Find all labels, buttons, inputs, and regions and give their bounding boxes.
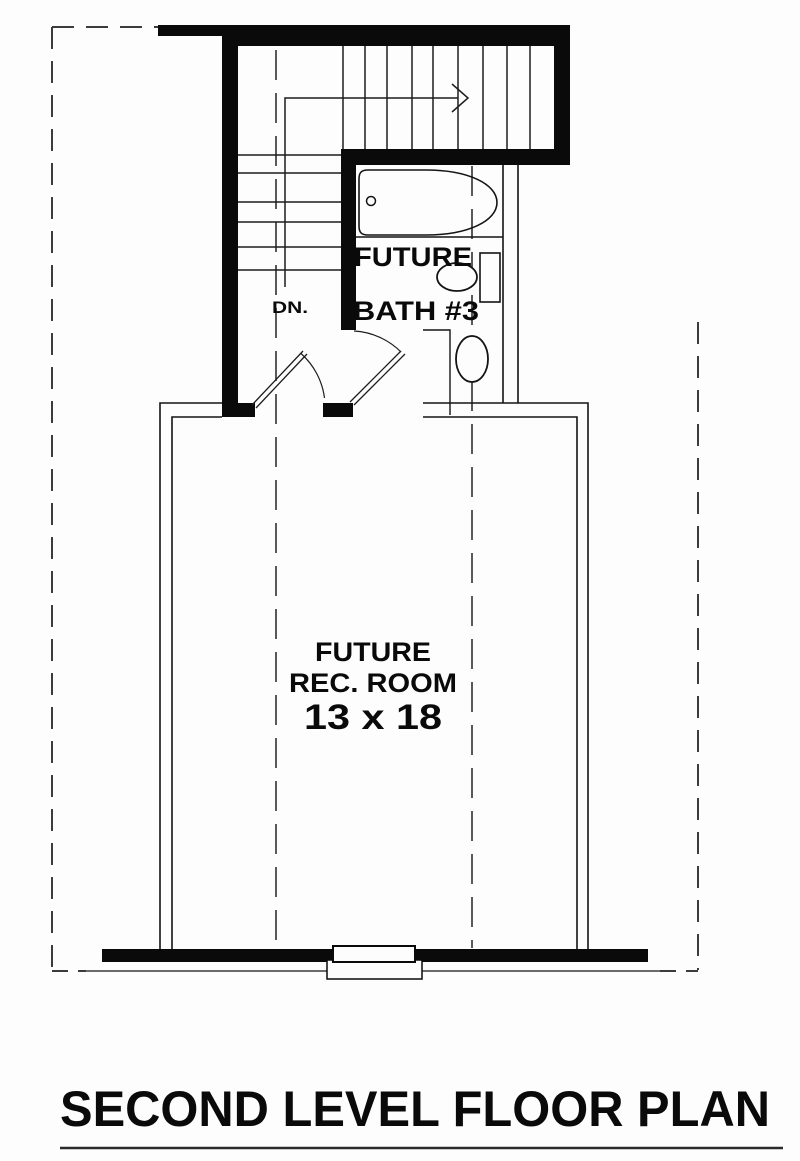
wall-bath-left bbox=[341, 163, 356, 330]
vanity-counter bbox=[479, 252, 501, 303]
hall-door bbox=[251, 350, 326, 409]
wall-stair-bottom bbox=[341, 149, 570, 165]
wall-top bbox=[222, 25, 570, 46]
roof-outline-dashed bbox=[51, 26, 699, 972]
wall-door-jamb-middle bbox=[323, 403, 353, 417]
rec-room-label-line2: REC. ROOM bbox=[289, 668, 457, 698]
rec-wall-outer-left bbox=[159, 402, 222, 949]
rec-wall-inner-right bbox=[423, 416, 578, 949]
stair-down-label: DN. bbox=[272, 298, 308, 317]
hall-door-swing-arc bbox=[300, 353, 326, 399]
rec-room-label-line1: FUTURE bbox=[315, 637, 431, 667]
bath-label-line2: BATH #3 bbox=[353, 296, 479, 326]
bath-label-line1: FUTURE bbox=[354, 242, 472, 272]
walls-thick bbox=[102, 25, 648, 962]
window-frame bbox=[332, 945, 416, 963]
rec-wall-outer-right bbox=[423, 402, 589, 949]
stair-direction-arrowhead bbox=[451, 83, 470, 113]
stair-lower-run-treads bbox=[238, 154, 341, 271]
wall-stair-right bbox=[554, 25, 570, 165]
hall-door-leaf-2 bbox=[255, 353, 308, 409]
wall-top-left-stub bbox=[158, 25, 224, 36]
hall-door-leaf bbox=[251, 350, 304, 406]
window bbox=[326, 945, 423, 980]
toilet-nook-wall bbox=[423, 329, 451, 415]
doors bbox=[251, 330, 406, 409]
bath-door bbox=[349, 330, 406, 406]
plan-title: SECOND LEVEL FLOOR PLAN bbox=[60, 1081, 770, 1137]
bath-door-leaf bbox=[349, 350, 402, 403]
bath-door-leaf-2 bbox=[353, 353, 406, 406]
toilet bbox=[455, 335, 489, 383]
stair-direction-line bbox=[284, 97, 458, 287]
wall-door-jamb-left bbox=[222, 403, 255, 417]
sink-bowl bbox=[436, 262, 478, 292]
labels: DN. FUTURE BATH #3 FUTURE REC. ROOM 13 x… bbox=[272, 242, 479, 737]
rec-wall-inner-left bbox=[171, 416, 222, 949]
bath-door-swing-arc bbox=[353, 330, 402, 353]
bathtub bbox=[358, 169, 498, 236]
rec-room-dimensions: 13 x 18 bbox=[304, 698, 442, 737]
title-block: SECOND LEVEL FLOOR PLAN bbox=[60, 1081, 783, 1150]
bathtub-drain bbox=[365, 195, 377, 207]
bath-fixtures bbox=[356, 169, 503, 415]
wall-stair-left bbox=[222, 25, 238, 417]
walls-thin-rec-room bbox=[159, 165, 589, 949]
stairs bbox=[238, 46, 531, 287]
ridge-lines-dashed bbox=[275, 50, 473, 948]
